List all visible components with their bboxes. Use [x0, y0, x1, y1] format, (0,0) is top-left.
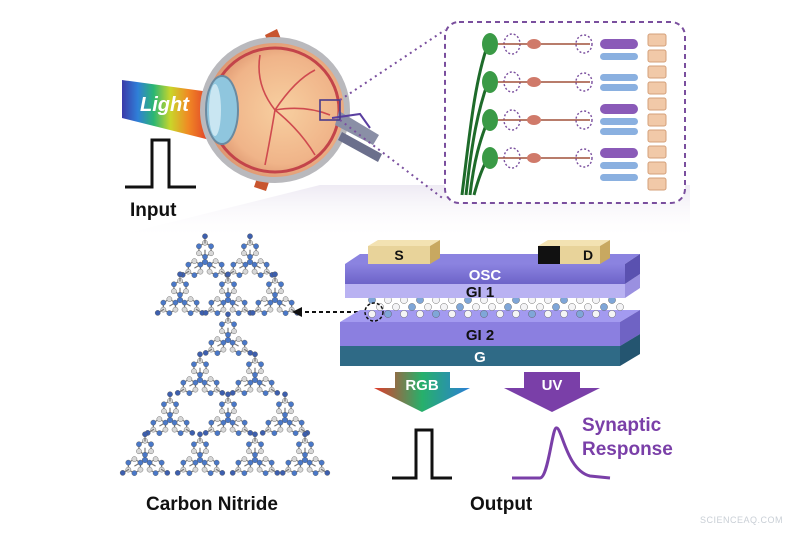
eye-illustration [200, 29, 382, 191]
uv-label: UV [542, 377, 563, 394]
transistor-device: G GI 2 GI 1 OSC S [340, 240, 640, 366]
gi1-label: GI 1 [466, 284, 494, 301]
pigment-epithelium [647, 33, 667, 191]
drain-electrode: D [538, 240, 610, 264]
zoom-line-top [339, 29, 446, 101]
uv-arrow: UV [504, 372, 600, 412]
gi2-label: GI 2 [466, 327, 494, 344]
source-electrode: S [368, 240, 440, 264]
rgb-label: RGB [405, 377, 439, 394]
neuron-row-2 [482, 71, 638, 93]
gate-label: G [474, 349, 486, 366]
carbon-nitride-label: Carbon Nitride [146, 494, 278, 515]
synaptic-line-1: Synaptic [582, 415, 662, 436]
gi1-layer: GI 1 [345, 274, 640, 301]
retina-panel [444, 21, 686, 204]
link-arrowhead [292, 307, 302, 317]
synaptic-line-2: Response [582, 439, 673, 460]
synaptic-curve [512, 426, 611, 480]
osc-label: OSC [469, 267, 502, 284]
retina-zoom-box [319, 99, 341, 121]
input-pulse [125, 138, 196, 189]
synaptic-response-label: Synaptic Response [582, 414, 673, 462]
neuron-row-1 [482, 33, 638, 60]
carbon-nitride-sheet [364, 296, 624, 322]
light-label: Light [140, 94, 190, 116]
output-pulse [392, 428, 452, 480]
rgb-arrow: RGB [374, 372, 470, 412]
source-label: S [394, 247, 403, 263]
carbon-nitride-bottom [119, 351, 331, 476]
zoom-line-bottom [339, 119, 446, 201]
input-label: Input [130, 200, 177, 221]
watermark: SCIENCEAQ.COM [700, 515, 784, 525]
output-label: Output [470, 494, 533, 515]
drain-label: D [583, 247, 593, 263]
carbon-nitride-top [154, 233, 301, 356]
neuron-row-3 [482, 104, 638, 135]
light-beam: Light [122, 80, 210, 140]
neuron-row-4 [482, 147, 638, 181]
